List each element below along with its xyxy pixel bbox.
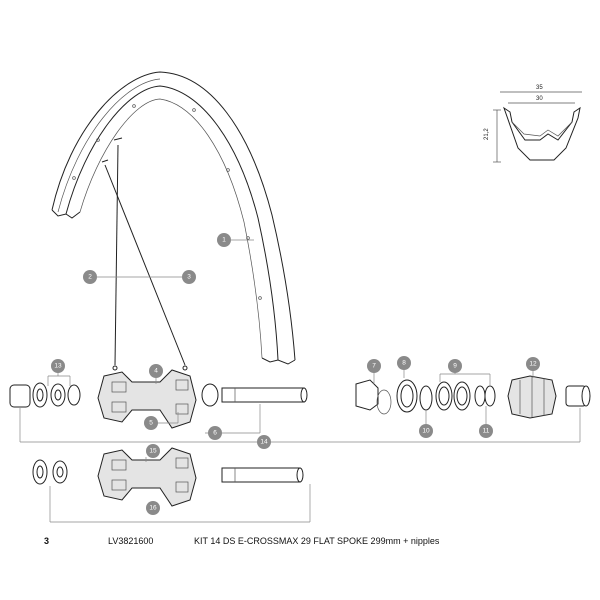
footer-item-number: 3: [44, 536, 50, 546]
svg-text:13: 13: [54, 363, 62, 370]
hub-assembly-lower: [32, 447, 304, 507]
leader-lines: [19, 239, 581, 523]
callout-2: 2: [83, 270, 97, 284]
footer-reference: LV3821600: [108, 536, 154, 546]
footer-description: KIT 14 DS E-CROSSMAX 29 FLAT SPOKE 299mm…: [194, 536, 440, 546]
callout-1: 1: [217, 233, 231, 247]
callout-4: 4: [149, 364, 163, 378]
svg-text:5: 5: [149, 420, 153, 427]
svg-text:8: 8: [402, 360, 406, 367]
svg-text:14: 14: [260, 439, 268, 446]
callout-5: 5: [144, 416, 158, 430]
callout-12: 12: [526, 357, 540, 371]
svg-text:7: 7: [372, 363, 376, 370]
rim-profile: 35 30 21,2: [484, 85, 582, 163]
svg-text:1: 1: [222, 237, 226, 244]
callout-8: 8: [397, 356, 411, 370]
svg-text:4: 4: [154, 368, 158, 375]
spokes: [101, 137, 188, 371]
hub-assembly-upper: [9, 369, 591, 429]
svg-text:6: 6: [213, 430, 217, 437]
svg-text:11: 11: [483, 428, 490, 435]
svg-text:10: 10: [422, 428, 430, 435]
callout-9: 9: [448, 359, 462, 373]
callout-6: 6: [208, 426, 222, 440]
callout-16: 16: [146, 501, 160, 515]
profile-outer-width: 35: [536, 85, 543, 91]
svg-text:12: 12: [529, 361, 537, 368]
svg-text:2: 2: [88, 274, 92, 281]
callout-13: 13: [51, 359, 65, 373]
callout-10: 10: [419, 424, 433, 438]
profile-inner-width: 30: [536, 96, 543, 102]
callout-15: 15: [146, 444, 160, 458]
svg-text:15: 15: [149, 448, 157, 455]
callout-7: 7: [367, 359, 381, 373]
callout-14: 14: [257, 435, 271, 449]
svg-text:9: 9: [453, 363, 457, 370]
profile-height: 21,2: [484, 128, 490, 140]
callout-3: 3: [182, 270, 196, 284]
svg-text:16: 16: [149, 505, 157, 512]
rim: [51, 71, 296, 365]
callout-11: 11: [479, 424, 493, 438]
svg-text:3: 3: [187, 274, 191, 281]
